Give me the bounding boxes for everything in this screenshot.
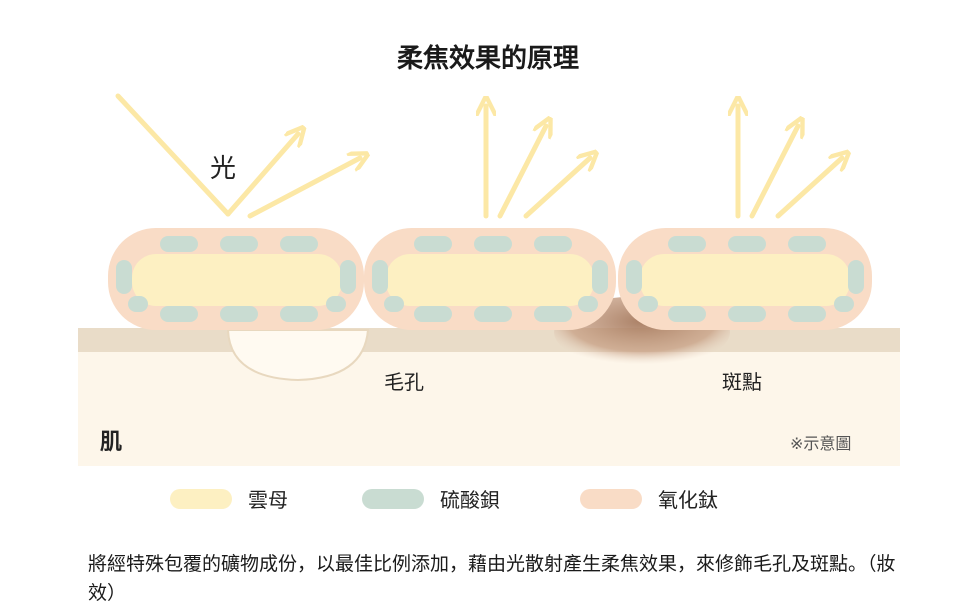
particle-1 [108, 228, 364, 330]
reflected-ray-2 [247, 158, 360, 219]
skin-label: 肌 [100, 430, 123, 455]
particle-3 [618, 228, 872, 330]
legend-item-titanium-oxide: 氧化鈦 [580, 484, 718, 513]
scatter-ray-2 [497, 126, 546, 219]
legend-swatch-titanium-oxide [580, 488, 642, 509]
schematic-note: ※示意圖 [790, 434, 852, 453]
diagram-title: 柔焦效果的原理 [396, 44, 579, 74]
pore-label: 毛孔 [384, 370, 424, 394]
legend-label-barium-sulfate: 硫酸鋇 [440, 488, 500, 512]
legend-label-titanium-oxide: 氧化鈦 [658, 488, 718, 512]
reflected-ray-1 [225, 134, 298, 217]
description-text: 將經特殊包覆的礦物成份，以最佳比例添加，藉由光散射產生柔焦效果，來修飾毛孔及斑點… [88, 553, 896, 604]
particle-2 [364, 228, 616, 330]
pore [226, 329, 370, 382]
scatter-ray-6 [775, 158, 842, 219]
scatter-ray-3 [523, 158, 590, 219]
legend-label-mica: 雲母 [248, 488, 288, 512]
light-label: 光 [210, 154, 237, 184]
spot-label: 斑點 [722, 370, 762, 394]
legend-item-mica: 雲母 [170, 484, 288, 513]
legend-swatch-mica [170, 488, 232, 509]
skin-surface [78, 328, 900, 352]
scatter-ray-5 [749, 126, 798, 219]
legend-item-barium-sulfate: 硫酸鋇 [362, 484, 500, 513]
legend-swatch-barium-sulfate [362, 488, 424, 509]
incoming-light-ray [115, 93, 231, 217]
skin-body [78, 350, 900, 466]
